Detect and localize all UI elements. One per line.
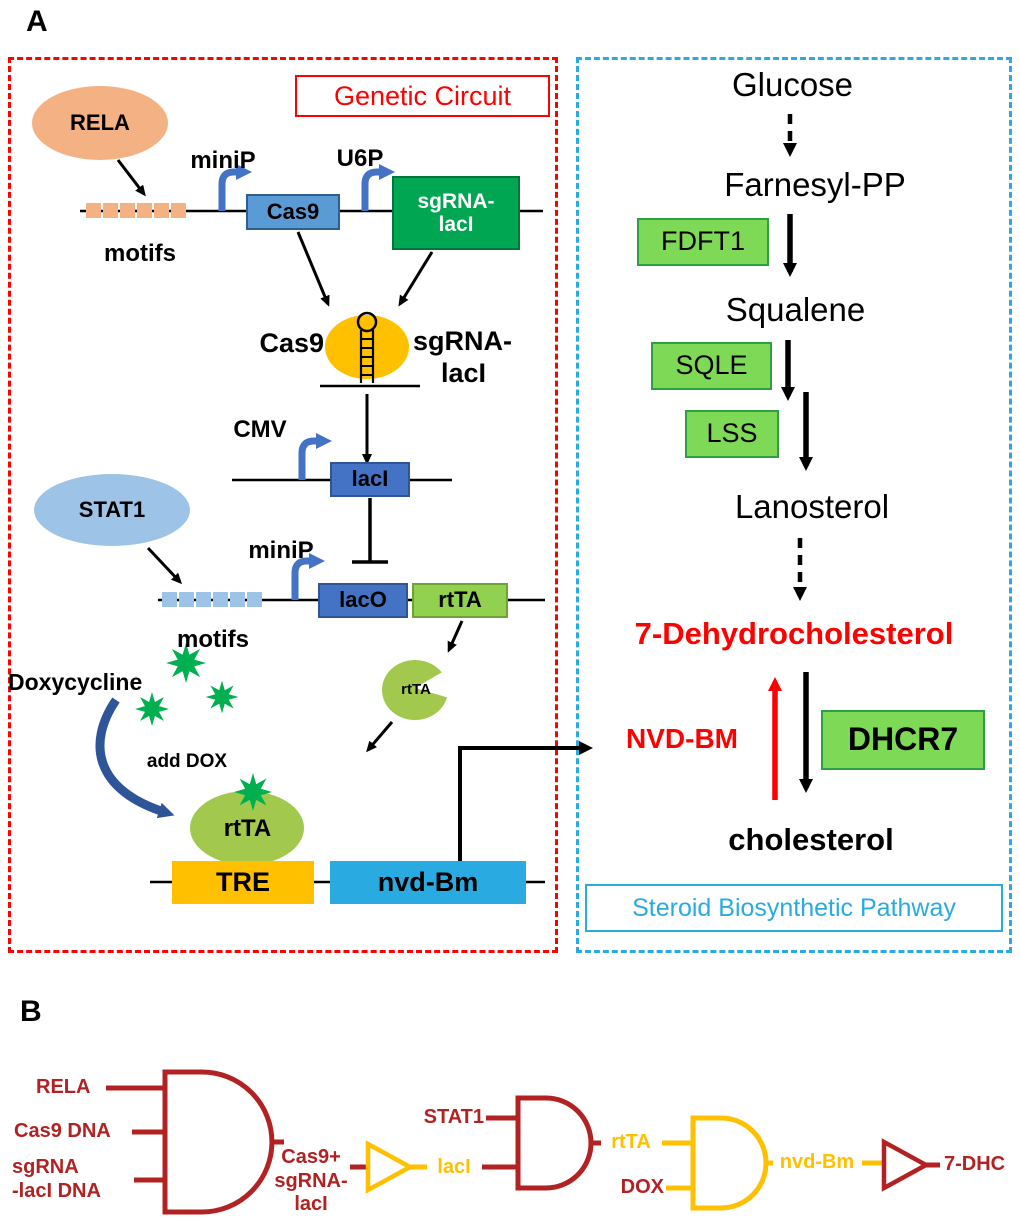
laco-gene-label: lacO [339,587,387,613]
steroid-pathway-title: Steroid Biosynthetic Pathway [632,893,956,922]
fdft1-label: FDFT1 [661,226,745,257]
nvdbm-output-connector [458,741,593,862]
pathway-arrows [768,114,813,800]
logic-input-sgrna-line1: sgRNA [12,1156,79,1178]
minip2-label: miniP [248,537,314,564]
sgrna-laci-gene-label-2: lacI [438,213,474,236]
stat1-motif-squares [162,592,262,607]
nvdbm-gene-box: nvd-Bm [330,861,526,904]
cas9-gene-label: Cas9 [266,198,320,224]
complex-sgrna-label-2: lacI [441,357,487,388]
buffer-gate-2 [881,1138,931,1192]
dhcr7-box: DHCR7 [821,710,985,770]
sqle-label: SQLE [675,350,748,381]
rtta-gene-label: rtTA [438,587,482,613]
logic-input-sgrna-dna: sgRNA -lacI DNA [12,1156,134,1203]
tre-label: TRE [216,866,270,897]
rtta-protein-node [382,660,456,720]
rela-node: RELA [32,86,168,160]
u6p-label: U6P [336,145,384,172]
minip2-promoter-icon [291,553,325,600]
buffer-gate-1 [365,1140,415,1194]
complex-sgrna-label: sgRNA- lacI [413,326,533,390]
complex-sgrna-label-1: sgRNA- [413,326,512,356]
logic-signal-cas9-line2: sgRNA- [274,1169,348,1192]
flow-arrows [116,159,464,753]
logic-input-stat1: STAT1 [423,1106,484,1128]
stat1-node: STAT1 [34,474,190,546]
rtta-bound-label: rtTA [223,815,272,842]
promoter-arrows [218,164,395,600]
logic-signal-rtta: rtTA [611,1131,651,1153]
logic-signal-nvdbm: nvd-Bm [779,1151,855,1173]
add-dox-arrow [95,697,175,819]
logic-signal-cas9-sgrna: Cas9+ sgRNA- lacI [256,1146,366,1217]
rela-label: RELA [70,110,130,135]
minip1-promoter-icon [218,164,252,211]
logic-input-sgrna-line2: -lacI DNA [12,1179,101,1202]
cholesterol-label: cholesterol [728,822,894,857]
motifs2-label: motifs [177,626,249,653]
rtta-protein-label: rtTA [401,681,431,698]
and-gate-2 [515,1095,594,1191]
sgrna-laci-gene-label-1: sgRNA- [417,189,495,213]
logic-signal-cas9-line1: Cas9+ [281,1146,341,1168]
logic-circuit [106,1069,940,1215]
farnesyl-pp-label: Farnesyl-PP [724,166,906,203]
stat1-label: STAT1 [78,497,146,522]
glucose-label: Glucose [731,66,854,103]
rtta-bound-node [190,791,304,865]
genetic-circuit-title-box: Genetic Circuit [295,75,550,117]
fdft1-box: FDFT1 [637,218,769,266]
sgrna-hairpin-icon [320,311,420,388]
laci-gene-label: lacI [351,466,389,492]
steroid-pathway-panel [576,57,1012,953]
cas9-gene-box: Cas9 [246,194,340,230]
steroid-pathway-title-box: Steroid Biosynthetic Pathway [585,884,1003,932]
sgrna-laci-gene-box: sgRNA- lacI [392,176,520,250]
sqle-box: SQLE [651,342,772,390]
u6p-promoter-icon [361,164,395,211]
lanosterol-label: Lanosterol [734,488,890,525]
logic-input-dox: DOX [620,1176,664,1198]
cmv-label: CMV [233,416,287,443]
minip1-label: miniP [190,147,256,174]
lss-box: LSS [685,410,779,458]
cmv-promoter-icon [298,433,332,480]
doxycycline-label: Doxycycline [8,669,143,695]
add-dox-label: add DOX [146,751,228,772]
panel-b-label: B [20,995,42,1028]
logic-output-7dhc: 7-DHC [944,1153,1006,1175]
lss-label: LSS [706,418,758,449]
and-gate-3 [690,1115,769,1211]
nvdbm-gene-label: nvd-Bm [377,866,479,897]
genetic-circuit-panel [8,57,558,953]
rtta-gene-box: rtTA [412,583,508,618]
dhc-label: 7-Dehydrocholesterol [634,616,954,651]
dhcr7-label: DHCR7 [847,721,959,758]
logic-signal-cas9-line3: lacI [294,1193,328,1216]
laci-inhibition-tbar [352,498,388,564]
tre-box: TRE [172,861,314,904]
genetic-circuit-title: Genetic Circuit [333,80,512,111]
logic-input-cas9-dna: Cas9 DNA [14,1120,111,1142]
complex-cas9-label: Cas9 [259,328,324,358]
laco-gene-box: lacO [318,583,408,618]
logic-input-rela: RELA [36,1076,91,1098]
nvdbm-compound-label: NVD-BM [626,723,738,754]
and-gate-1 [162,1069,275,1215]
logic-signal-laci: lacI [437,1156,471,1178]
rela-motif-squares [86,203,186,218]
laci-gene-box: lacI [330,462,410,497]
squalene-label: Squalene [725,291,866,328]
panel-a-label: A [26,5,48,38]
motifs1-label: motifs [104,240,176,267]
